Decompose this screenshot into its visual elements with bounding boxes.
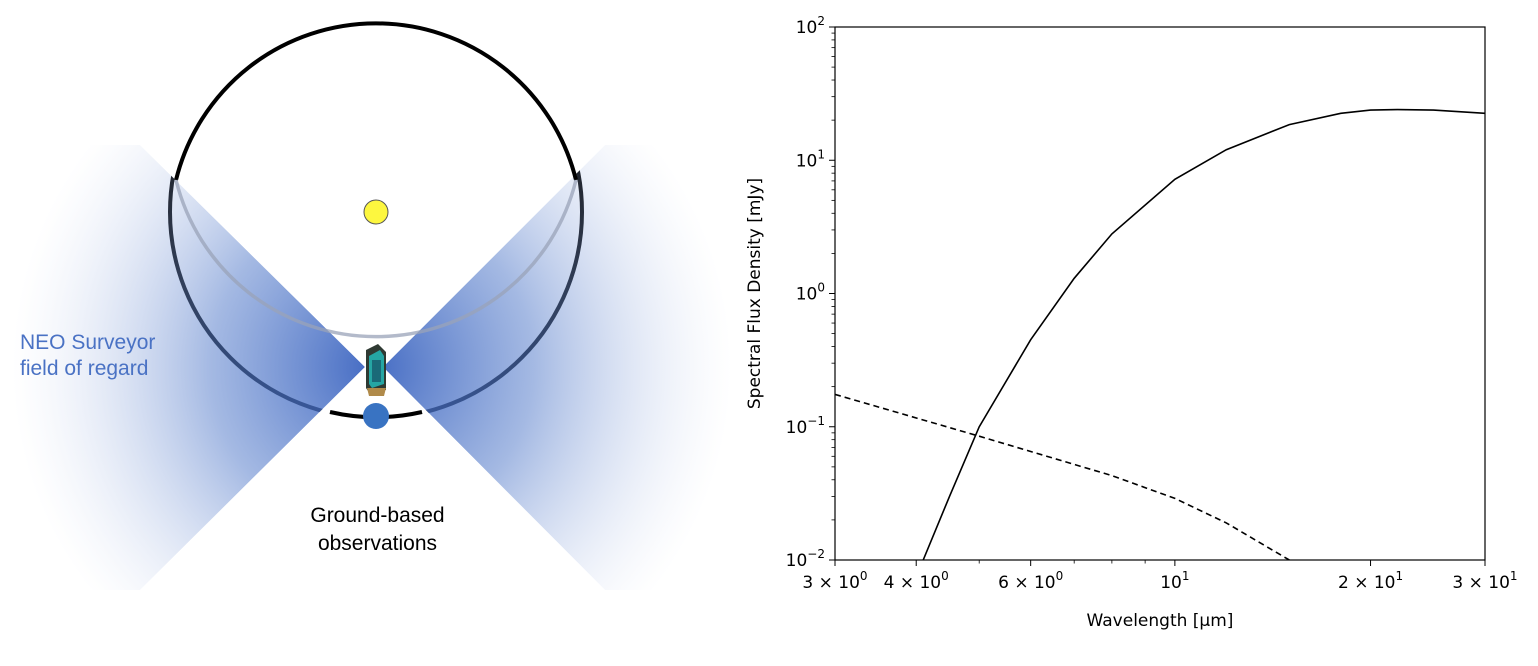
orbit-lower-arc — [174, 179, 578, 339]
fov-label-line2: field of regard — [20, 357, 149, 380]
ground-label: Ground-based observations — [290, 502, 465, 558]
fan-mask-0 — [0, 0, 740, 367]
observation-geometry-diagram — [0, 0, 740, 666]
x-tick-label: 4 × 100 — [884, 569, 949, 593]
y-tick-label: 10−2 — [786, 547, 825, 571]
ground-label-line1: Ground-based — [310, 504, 445, 527]
fov-label-line1: NEO Surveyor — [20, 331, 156, 354]
dashed-series-line — [835, 393, 1290, 560]
y-tick-label: 10−1 — [786, 414, 825, 438]
x-tick-label: 3 × 101 — [1452, 569, 1517, 593]
orbit-top-arc — [174, 21, 578, 181]
fan-mask-1 — [0, 367, 740, 666]
y-tick-label: 100 — [796, 281, 825, 305]
spectral-flux-chart: 3 × 100 4 × 100 6 × 100 101 2 × 101 3 × 101 10… — [745, 14, 1518, 631]
x-tick-label: 2 × 101 — [1338, 569, 1403, 593]
x-tick-label: 3 × 100 — [802, 569, 867, 593]
plot-frame — [834, 26, 1486, 561]
x-tick-label: 101 — [1160, 569, 1189, 593]
y-tick-label: 102 — [796, 14, 825, 38]
solid-series-line — [922, 108, 1485, 560]
sun-icon — [363, 199, 389, 225]
x-tick-label: 6 × 100 — [998, 569, 1063, 593]
y-tick-label: 101 — [796, 147, 825, 171]
ground-label-line2: observations — [317, 532, 438, 555]
field-of-regard-left-fan — [5, 145, 365, 590]
x-axis-label: Wavelength [μm] — [1087, 611, 1234, 631]
field-of-regard-right-fan — [383, 145, 735, 590]
spacecraft-icon — [366, 344, 386, 396]
fov-label: NEO Surveyor field of regard — [20, 330, 155, 382]
earth-icon — [363, 403, 389, 429]
y-axis-label: Spectral Flux Density [mJy] — [745, 178, 765, 409]
